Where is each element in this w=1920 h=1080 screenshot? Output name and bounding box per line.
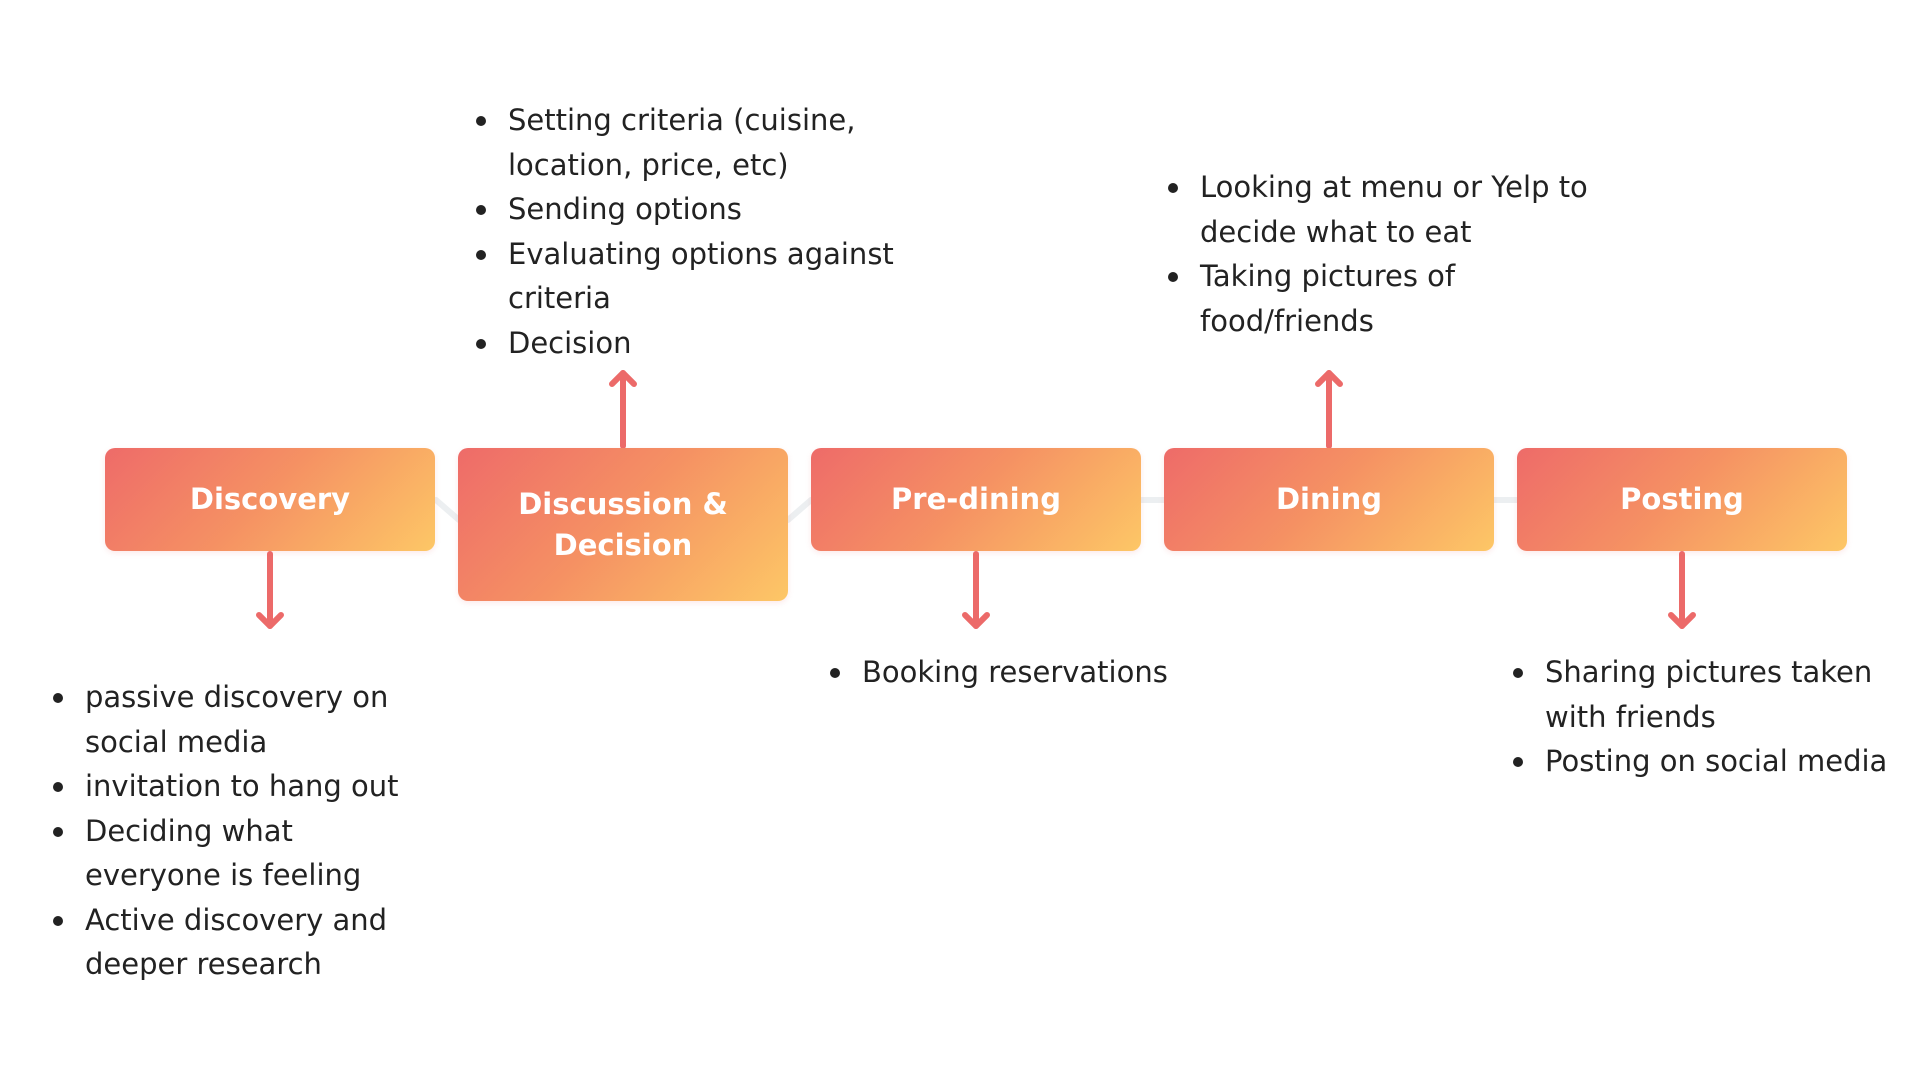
- stage-posting: Posting: [1517, 448, 1847, 551]
- pre-dining-notes: Booking reservations: [820, 650, 1282, 695]
- stage-label: Pre-dining: [891, 482, 1061, 516]
- list-item: Evaluating options against criteria: [476, 232, 908, 321]
- dining-notes: Looking at menu or Yelp to decide what t…: [1158, 165, 1600, 343]
- stage-dining: Dining: [1164, 448, 1494, 551]
- stage-label: Posting: [1620, 482, 1744, 516]
- arrow-up-icon: [609, 370, 637, 449]
- list-item: Taking pictures of food/friends: [1168, 254, 1600, 343]
- list-item: Decision: [476, 321, 908, 366]
- stage-label: Discovery: [189, 482, 351, 516]
- discovery-notes: passive discovery on social media invita…: [43, 675, 425, 987]
- stage-discovery: Discovery: [105, 448, 435, 551]
- list-item: Setting criteria (cuisine, location, pri…: [476, 98, 908, 187]
- stage-label: Discussion & Decision: [518, 486, 728, 562]
- arrow-down-icon: [1668, 551, 1696, 629]
- list-item: invitation to hang out: [53, 764, 425, 809]
- arrow-down-icon: [256, 551, 284, 629]
- list-item: Active discovery and deeper research: [53, 898, 425, 987]
- list-item: Deciding what everyone is feeling: [53, 809, 425, 898]
- stage-label: Dining: [1275, 482, 1382, 516]
- arrow-up-icon: [1315, 370, 1343, 449]
- connector-line: [433, 497, 462, 523]
- connector-line: [785, 497, 814, 523]
- list-item: passive discovery on social media: [53, 675, 425, 764]
- posting-notes: Sharing pictures taken with friends Post…: [1503, 650, 1920, 784]
- list-item: Booking reservations: [830, 650, 1282, 695]
- stage-discussion-decision: Discussion & Decision: [458, 448, 788, 601]
- list-item: Looking at menu or Yelp to decide what t…: [1168, 165, 1600, 254]
- list-item: Sharing pictures taken with friends: [1513, 650, 1920, 739]
- stage-pre-dining: Pre-dining: [811, 448, 1141, 551]
- list-item: Posting on social media: [1513, 739, 1920, 784]
- list-item: Sending options: [476, 187, 908, 232]
- discussion-decision-notes: Setting criteria (cuisine, location, pri…: [466, 98, 908, 365]
- arrow-down-icon: [962, 551, 990, 629]
